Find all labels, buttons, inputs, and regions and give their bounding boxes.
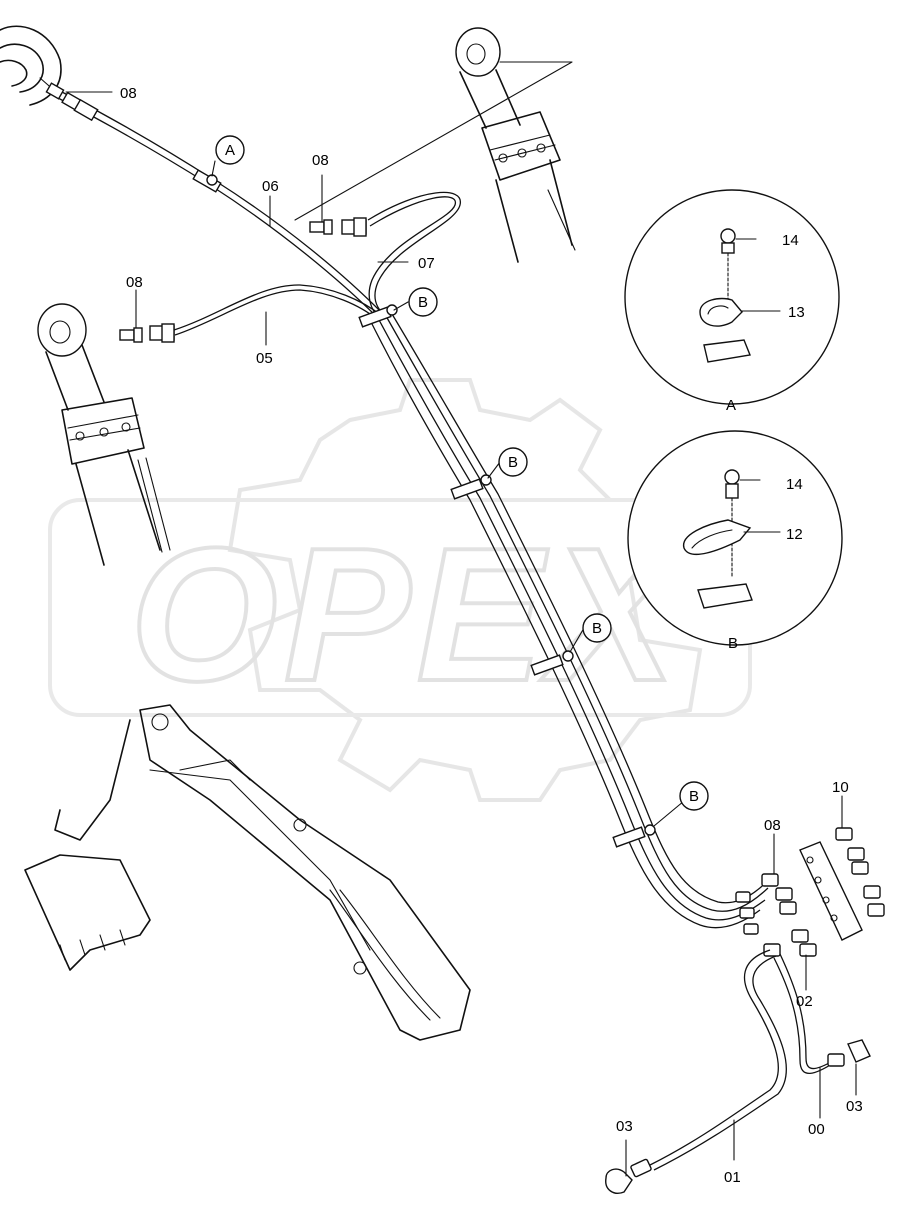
watermark: OPEX bbox=[48, 378, 752, 802]
callout-b1: B bbox=[408, 287, 438, 317]
fitting-08-mid bbox=[309, 217, 367, 237]
callout-b4-text: B bbox=[689, 788, 699, 805]
detail-b-caption: B bbox=[728, 635, 738, 652]
leader-lines bbox=[65, 91, 857, 1177]
excavator-overview bbox=[24, 704, 471, 1041]
callout-b1-text: B bbox=[418, 294, 428, 311]
pipe-01 bbox=[649, 949, 787, 1171]
hose-05 bbox=[173, 284, 383, 336]
clamp-b4 bbox=[612, 824, 656, 848]
callout-b3-text: B bbox=[592, 620, 602, 637]
fitting-08-top bbox=[45, 82, 99, 122]
hose-06 bbox=[57, 91, 386, 321]
hose-07 bbox=[367, 191, 461, 319]
detail-view-b bbox=[627, 430, 843, 646]
label-14-b: 14 bbox=[786, 476, 803, 493]
label-08-left: 08 bbox=[126, 274, 143, 291]
label-08-top: 08 bbox=[120, 85, 137, 102]
fittings-08-block bbox=[735, 873, 797, 935]
callout-b2: B bbox=[498, 447, 528, 477]
boom-pivot-top-left bbox=[0, 25, 62, 106]
fittings-10 bbox=[835, 827, 885, 917]
clamp-b1 bbox=[358, 304, 398, 328]
callout-a-text: A bbox=[225, 142, 235, 159]
cylinder-left bbox=[37, 303, 171, 566]
label-12: 12 bbox=[786, 526, 803, 543]
label-00: 00 bbox=[808, 1121, 825, 1138]
label-08-mid: 08 bbox=[312, 152, 329, 169]
cylinder-top-right bbox=[455, 27, 576, 263]
label-03-left: 03 bbox=[616, 1118, 633, 1135]
clamp-b3 bbox=[530, 650, 574, 676]
watermark-gear bbox=[227, 378, 703, 802]
hose-bundle-main bbox=[369, 313, 773, 929]
label-10: 10 bbox=[832, 779, 849, 796]
fittings-02 bbox=[763, 929, 817, 957]
callout-b3: B bbox=[582, 613, 612, 643]
cylinder-top-leader bbox=[294, 61, 573, 221]
fitting-03-left bbox=[605, 1158, 652, 1194]
detail-a-caption: A bbox=[726, 397, 736, 414]
pipe-00 bbox=[773, 953, 839, 1075]
watermark-text: OPEX bbox=[130, 509, 686, 721]
label-08-block: 08 bbox=[764, 817, 781, 834]
manifold-block bbox=[799, 841, 863, 941]
fitting-03-right bbox=[827, 1039, 871, 1067]
detail-view-a bbox=[624, 189, 840, 405]
label-02: 02 bbox=[796, 993, 813, 1010]
label-06: 06 bbox=[262, 178, 279, 195]
callout-a: A bbox=[215, 135, 245, 165]
callout-b2-text: B bbox=[508, 454, 518, 471]
clamp-a bbox=[192, 169, 222, 193]
label-14-a: 14 bbox=[782, 232, 799, 249]
label-07: 07 bbox=[418, 255, 435, 272]
label-01: 01 bbox=[724, 1169, 741, 1186]
label-05: 05 bbox=[256, 350, 273, 367]
label-13: 13 bbox=[788, 304, 805, 321]
label-03-right: 03 bbox=[846, 1098, 863, 1115]
fitting-08-left bbox=[119, 323, 175, 343]
callout-b4: B bbox=[679, 781, 709, 811]
part-labels: 08 08 08 06 07 05 14 13 14 12 10 08 02 0… bbox=[120, 85, 863, 1186]
